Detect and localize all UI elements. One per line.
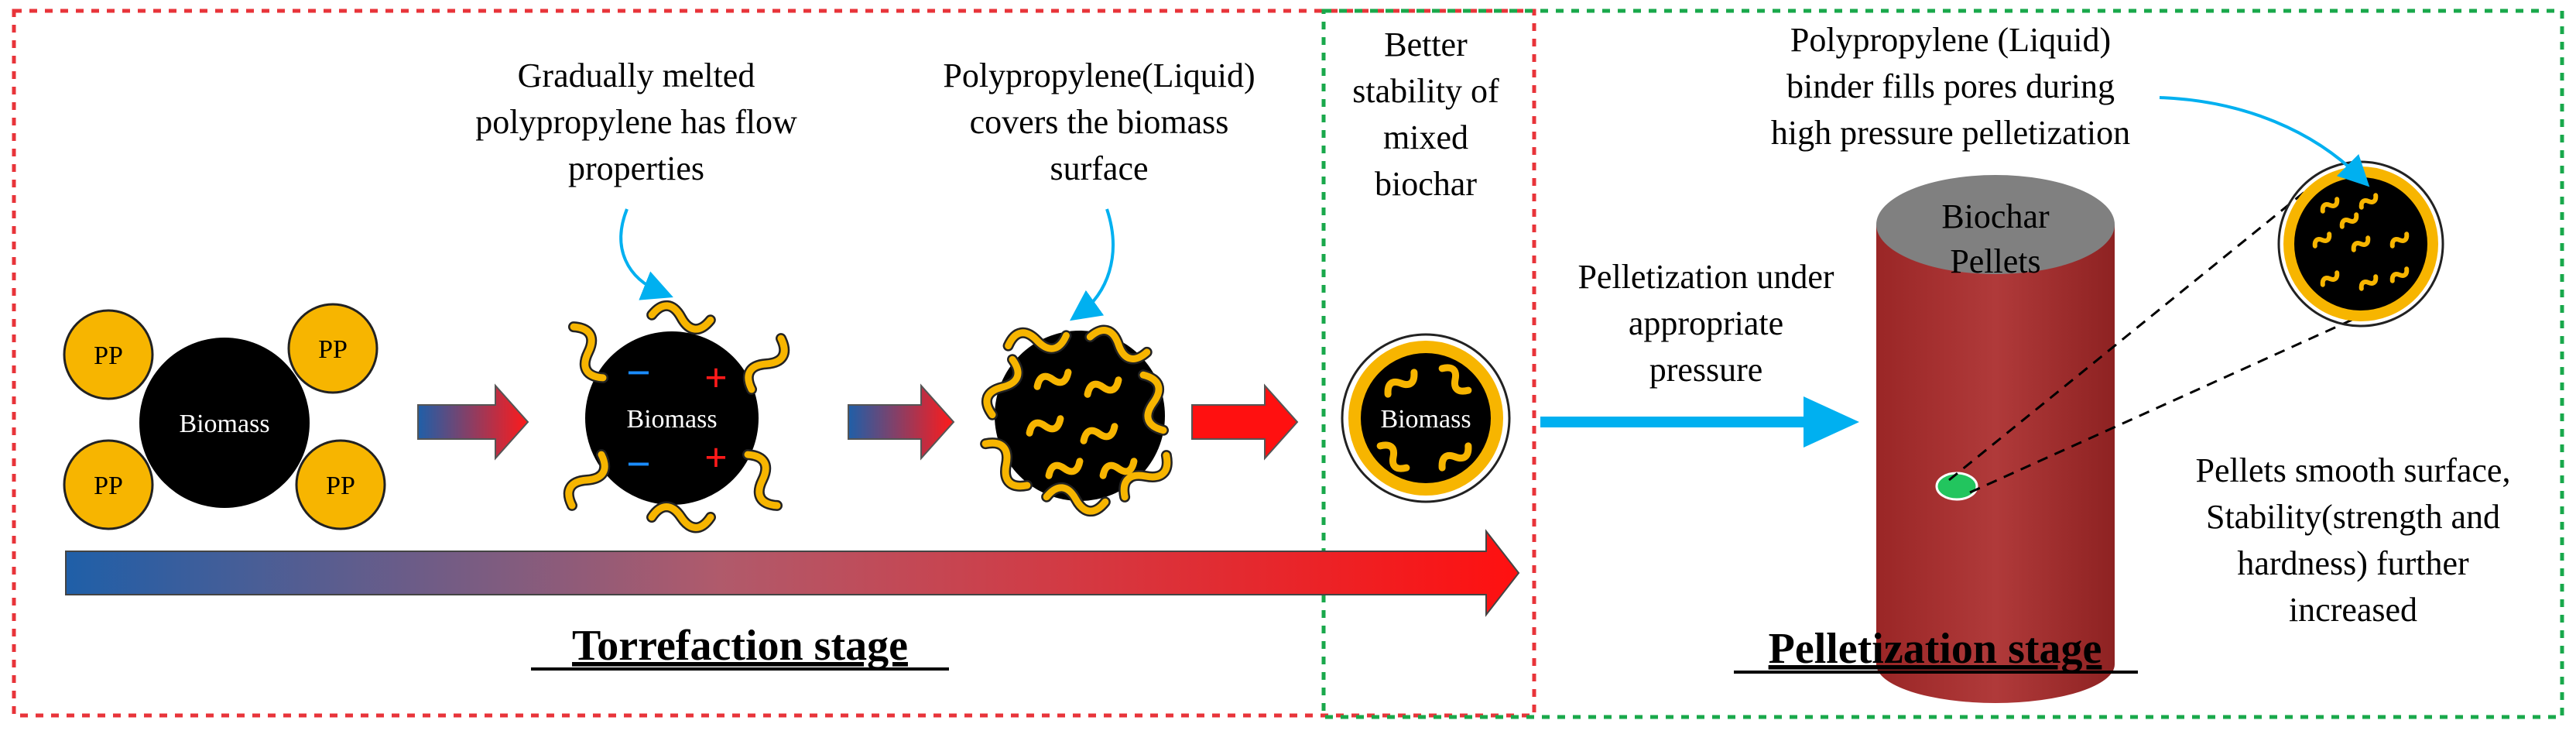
svg-text:Polypropylene (Liquid)binder f: Polypropylene (Liquid)binder fills pores… (1771, 21, 2130, 152)
pore-marker-dot (1935, 472, 1978, 501)
plus-charge-top: + (704, 356, 728, 400)
pelletization-stage-title: Pelletization stage (1769, 625, 2102, 673)
zoomed-pellet-cross-section (2277, 160, 2444, 328)
pp-particle-bottom-right: PP (295, 439, 386, 530)
pelletization-stage-border (1321, 9, 2564, 719)
pointer-arrow-liquid (1069, 208, 1115, 321)
zoom-line-bottom (1969, 307, 2379, 494)
svg-text:PP: PP (326, 472, 355, 500)
process-arrow-1 (417, 383, 529, 461)
process-arrow-2 (848, 383, 955, 461)
svg-text:PP: PP (94, 341, 123, 370)
pointer-arrow-melted (619, 208, 673, 300)
svg-text:Biomass: Biomass (626, 405, 717, 434)
biomass-particle-raw: Biomass (139, 338, 310, 508)
caption-binder-fills: Polypropylene (Liquid)binder fills pores… (1771, 21, 2130, 152)
minus-charge-top: − (626, 349, 651, 397)
zoom-line-top (1948, 181, 2317, 482)
biomass-particle-melting: Biomass − − + + (585, 331, 759, 505)
minus-charge-bottom: − (626, 441, 651, 489)
pp-particle-top-right: PP (287, 303, 379, 394)
svg-text:Biomass: Biomass (179, 410, 269, 438)
plus-charge-bottom: + (704, 436, 728, 480)
biomass-particle-coated (978, 325, 1174, 513)
pointer-arrow-binder (2159, 96, 2370, 187)
torrefaction-stage-title: Torrefaction stage (572, 622, 908, 670)
svg-text:Biomass: Biomass (1380, 405, 1471, 434)
pp-particle-bottom-left: PP (63, 439, 154, 530)
process-arrow-3 (1191, 383, 1299, 461)
pelletization-arrow (1540, 396, 1859, 448)
torrefaction-progress-arrow (65, 529, 1520, 617)
svg-text:PP: PP (94, 472, 123, 500)
mixed-biochar-particle: Biomass (1341, 333, 1511, 503)
caption-smooth-surface: Pellets smooth surface,Stability(strengt… (2196, 451, 2511, 629)
svg-text:Pellets smooth surface,Stabili: Pellets smooth surface,Stability(strengt… (2196, 451, 2511, 629)
svg-text:Polypropylene(Liquid)covers th: Polypropylene(Liquid)covers the biomasss… (943, 57, 1255, 187)
torrefaction-stage-border (12, 9, 1536, 718)
pp-particle-top-left: PP (63, 309, 154, 400)
svg-text:PP: PP (318, 335, 348, 364)
